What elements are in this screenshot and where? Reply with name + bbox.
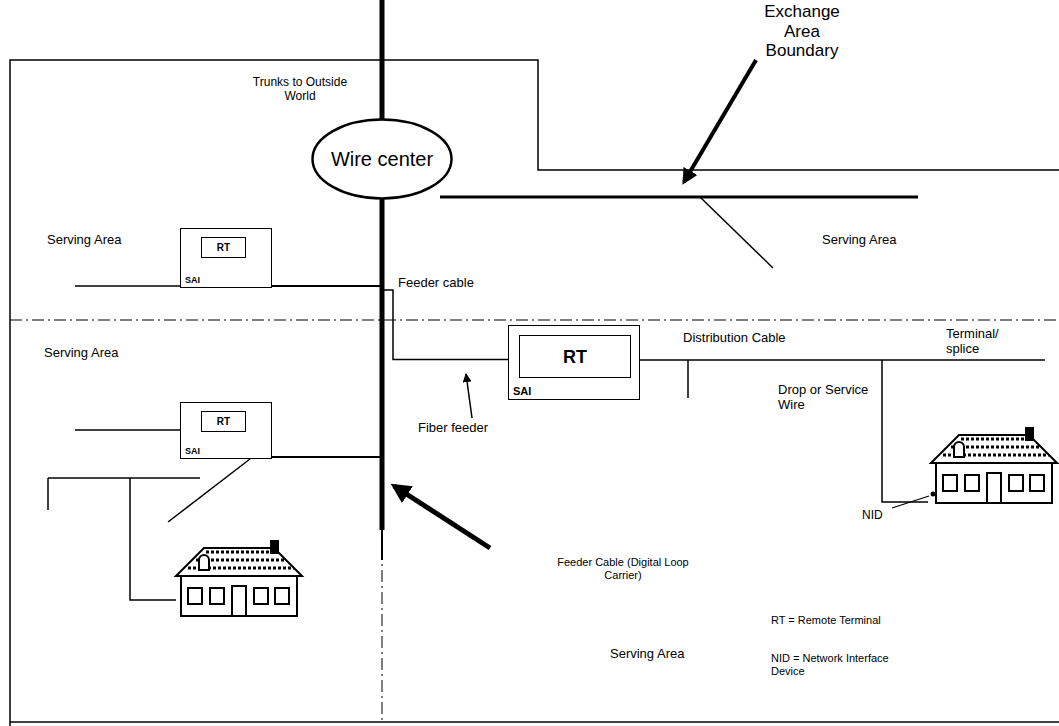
annotation-label: NID = Network Interface Device xyxy=(771,652,921,677)
annotation-label: RT = Remote Terminal xyxy=(771,614,881,627)
feeder-branch xyxy=(700,197,773,268)
annotation-label: NID xyxy=(862,509,883,523)
sai-cabinet-box: SAI RT xyxy=(180,402,272,459)
drop-wire xyxy=(882,360,928,502)
annotation-label: Serving Area xyxy=(610,647,684,662)
annotation-label: Fiber feeder xyxy=(418,421,488,436)
remote-terminal-box: RT xyxy=(201,237,246,258)
feeder-cable xyxy=(440,196,918,199)
callout-arrow xyxy=(684,60,756,182)
callout-arrow xyxy=(466,374,472,418)
wire-center-ellipse: Wire center xyxy=(311,118,453,200)
annotation-label: Feeder Cable (Digital Loop Carrier) xyxy=(548,556,698,581)
annotation-label: Serving Area xyxy=(47,233,121,248)
distribution-cable xyxy=(75,429,180,431)
node-text: Wire center xyxy=(331,149,433,169)
node-text: SAI xyxy=(185,276,200,285)
annotation-label: Serving Area xyxy=(822,233,896,248)
feeder-connector xyxy=(272,200,382,286)
node-text: RT xyxy=(563,348,587,366)
distribution-cable xyxy=(640,359,1045,361)
sai-cabinet-box: SAI RT xyxy=(508,325,640,400)
annotation-label: Terminal/ splice xyxy=(946,327,1016,357)
annotation-label: Distribution Cable xyxy=(683,331,786,346)
house xyxy=(931,427,1057,503)
leader-line xyxy=(892,496,929,508)
node-text: SAI xyxy=(185,447,200,456)
nid-dot xyxy=(931,492,936,497)
feeder-connector xyxy=(272,200,382,457)
trunk-line xyxy=(380,0,385,120)
house xyxy=(176,540,302,616)
distribution-cable xyxy=(75,285,180,287)
exchange-boundary xyxy=(10,60,1059,726)
cable-tick xyxy=(47,478,49,510)
annotation-label: Trunks to Outside World xyxy=(246,76,354,104)
cable-tick xyxy=(687,360,689,398)
annotation-label: Feeder cable xyxy=(398,276,474,291)
drop-wire xyxy=(130,478,176,600)
feeder-cable xyxy=(381,530,383,560)
distribution-cable xyxy=(48,477,200,479)
node-text: SAI xyxy=(513,386,531,397)
annotation-label: Drop or Service Wire xyxy=(778,383,870,413)
distribution-cable xyxy=(168,459,250,522)
remote-terminal-box: RT xyxy=(201,411,246,432)
feeder-connector xyxy=(382,200,508,360)
annotation-label: Serving Area xyxy=(44,346,118,361)
annotation-label: Exchange Area Boundary xyxy=(752,2,852,61)
sai-cabinet-box: SAI RT xyxy=(180,228,272,288)
boundary-bottom xyxy=(10,721,1059,723)
serving-area-divider xyxy=(10,320,1059,321)
node-text: RT xyxy=(217,243,230,253)
remote-terminal-box: RT xyxy=(519,335,631,378)
node-text: RT xyxy=(217,417,230,427)
callout-arrow xyxy=(394,486,490,548)
